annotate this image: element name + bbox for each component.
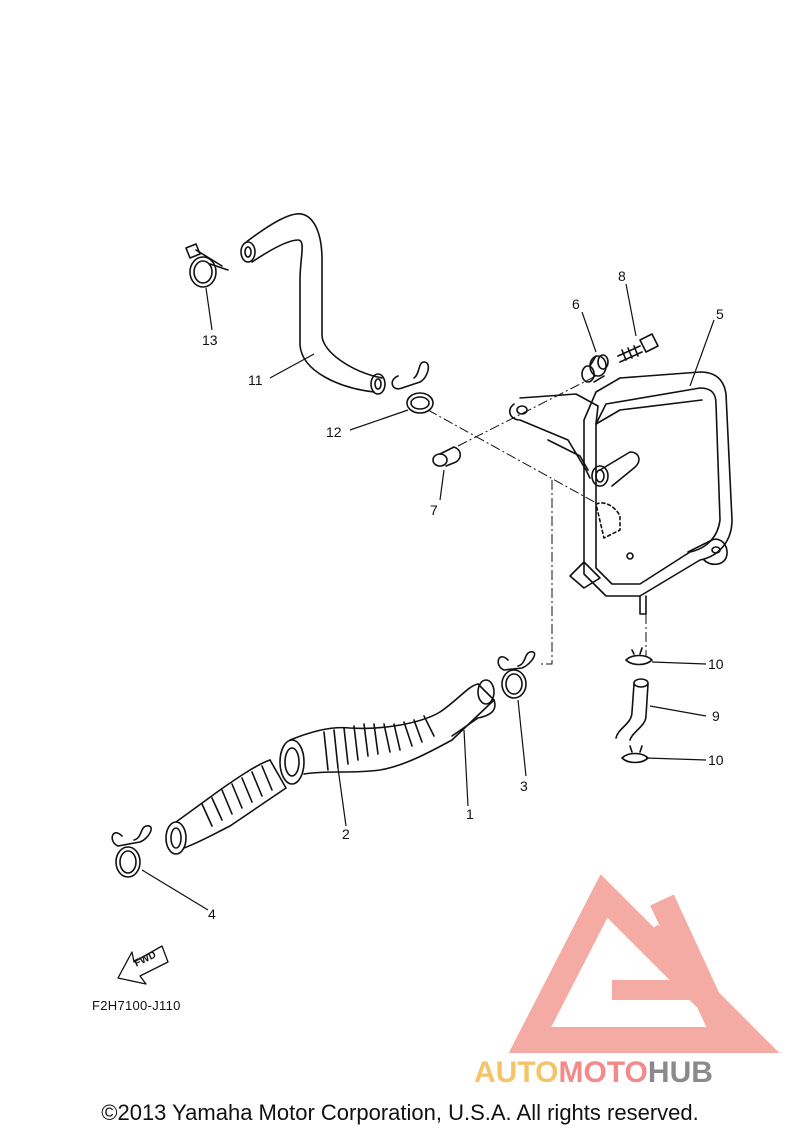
copyright-notice: ©2013 Yamaha Motor Corporation, U.S.A. A… (101, 1100, 699, 1125)
automotohub-logo-icon (508, 874, 780, 1053)
clamp-3 (497, 651, 536, 699)
hose-1 (279, 679, 496, 785)
center-lines (427, 375, 647, 665)
watermark-moto: MOTO (558, 1056, 648, 1089)
callout-12: 12 (326, 424, 342, 440)
grommet-6 (581, 354, 609, 383)
callout-3: 3 (520, 778, 528, 794)
callout-7: 7 (430, 502, 438, 518)
callout-5: 5 (716, 306, 724, 322)
callout-2: 2 (342, 826, 350, 842)
clamp-4 (111, 825, 152, 878)
hose-9 (615, 678, 649, 741)
watermark-auto: AUTO (474, 1056, 559, 1089)
callout-11: 11 (248, 372, 263, 388)
callout-10-upper: 10 (708, 656, 724, 672)
leader-lines (141, 283, 715, 911)
callout-4: 4 (208, 906, 216, 922)
fwd-arrow-icon (117, 945, 169, 985)
diagram-code: F2H7100-J110 (92, 998, 181, 1013)
watermark-hub: HUB (647, 1056, 713, 1089)
watermark-brand: AUTOMOTOHUB (474, 1056, 713, 1090)
callout-1: 1 (466, 806, 474, 822)
callout-8: 8 (618, 268, 626, 284)
hose-2 (165, 759, 287, 855)
clamp-12 (391, 361, 434, 414)
callout-13: 13 (202, 332, 218, 348)
clamp-10-upper (625, 647, 653, 666)
hose-11 (240, 213, 386, 395)
clamp-10-lower (621, 745, 649, 764)
callout-9: 9 (712, 708, 720, 724)
clamp-13 (185, 243, 229, 288)
callout-10-lower: 10 (708, 752, 724, 768)
bolt-8 (617, 333, 659, 363)
collar-7 (432, 446, 462, 467)
callout-6: 6 (572, 296, 580, 312)
silencer-5 (508, 371, 733, 615)
